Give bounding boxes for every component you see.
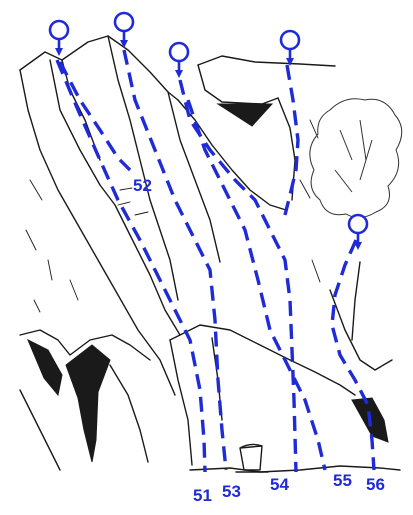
overhang-shadow (218, 104, 272, 126)
route-number-53: 53 (222, 482, 241, 501)
route-line-52 (60, 62, 130, 170)
crack-shadow-left (28, 340, 62, 395)
anchor-ring-icon (349, 215, 367, 250)
route-lines (57, 50, 374, 472)
route-line-53 (124, 50, 226, 470)
anchor-ring-icon (281, 31, 299, 66)
anchor-ring-icon (50, 21, 68, 56)
route-line-54a (180, 80, 296, 472)
route-line-56 (332, 240, 374, 470)
route-number-54: 54 (270, 475, 289, 494)
tree-foliage-drawing (310, 99, 402, 218)
route-number-56: 56 (366, 475, 385, 494)
route-number-55: 55 (333, 471, 352, 490)
tree-stump (236, 444, 268, 472)
route-line-55 (188, 100, 325, 470)
route-number-51: 51 (193, 486, 212, 505)
route-number-52: 52 (133, 176, 152, 195)
crack-shadow-middle (66, 345, 110, 462)
anchor-ring-icon (170, 43, 188, 78)
